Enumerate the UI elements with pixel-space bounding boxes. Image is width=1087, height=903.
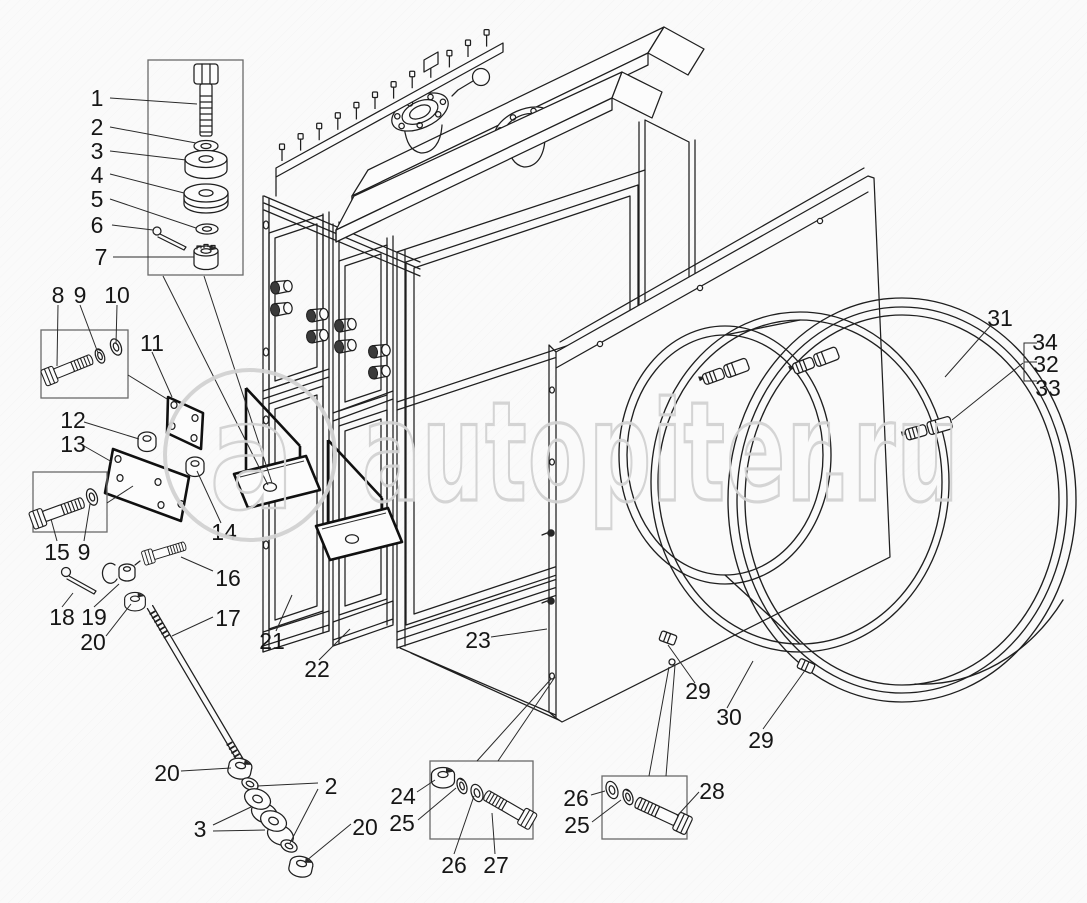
washer-5: [195, 223, 219, 235]
tie-rod-stack: [225, 755, 315, 880]
callout-30: 30: [716, 704, 742, 730]
washer-2: [193, 139, 219, 153]
detail-box-8-10: [40, 329, 129, 399]
detail-box-1-7: [147, 59, 244, 276]
callout-22: 22: [304, 656, 330, 682]
cotter-pin-18: [60, 566, 97, 595]
stud-strip: [275, 28, 504, 197]
leader-lines: [50, 97, 1037, 862]
spring-washer-25: [456, 777, 468, 795]
bracket-tab: [423, 51, 439, 73]
callout-20-b: 20: [154, 760, 180, 786]
callout-3-b: 3: [194, 816, 207, 842]
callout-9-b: 9: [78, 539, 91, 565]
callout-5: 5: [91, 186, 104, 212]
washer-26b: [605, 780, 619, 800]
callout-19: 19: [81, 604, 107, 630]
washer-2-upper: [241, 777, 259, 791]
callout-9: 9: [74, 282, 87, 308]
callout-24: 24: [390, 783, 416, 809]
washer-26: [470, 783, 484, 803]
detail-box-15-9: [32, 471, 108, 533]
callout-29-b: 29: [748, 727, 774, 753]
callout-6: 6: [91, 212, 104, 238]
callout-25-b: 25: [564, 812, 590, 838]
watermark-logo-circle: [163, 368, 337, 542]
nut-24: [430, 766, 456, 789]
callout-20-a: 20: [80, 629, 106, 655]
shroud-mounting-bolts: [541, 529, 555, 605]
cushion-4: [183, 183, 229, 214]
callout-31: 31: [987, 305, 1013, 331]
spacer-14: [185, 456, 205, 478]
fan-ring-30: [657, 319, 943, 645]
callout-26-b: 26: [563, 785, 589, 811]
watermark-logo-letter: a: [209, 369, 295, 544]
retainer-nut-19: [101, 560, 141, 584]
callouts: 1 2 3 4 5 6 7 8 9 10 11 12 13 15 9 14 16…: [44, 85, 1061, 878]
callout-18: 18: [49, 604, 75, 630]
callout-15: 15: [44, 539, 70, 565]
washer-9b: [85, 488, 99, 506]
callout-33: 33: [1035, 375, 1061, 401]
callout-26: 26: [441, 852, 467, 878]
mounting-bracket-front: [232, 387, 322, 510]
ring-cone: [724, 319, 801, 645]
callout-25: 25: [389, 810, 415, 836]
clamp-band-31: [727, 297, 1077, 703]
callout-11: 11: [140, 330, 164, 356]
callout-10: 10: [104, 282, 130, 308]
radiator-assembly: [232, 26, 705, 722]
fastener-set-26-28: [605, 780, 694, 836]
callout-23: 23: [465, 627, 491, 653]
bolt-washer-set-15-9: [27, 488, 99, 531]
washer-10: [109, 338, 123, 356]
spring-washer-25b: [622, 788, 634, 806]
bolt-1: [193, 63, 219, 85]
fastener-set-24-27: [430, 766, 539, 831]
cushion-3: [184, 149, 228, 180]
callout-34: 34: [1032, 329, 1058, 355]
fan-rings: [618, 297, 1077, 703]
cushion-bolt-set: [152, 63, 229, 271]
callout-12: 12: [60, 407, 86, 433]
castle-nut-7: [193, 243, 219, 271]
detail-box-26-28: [601, 775, 688, 840]
callout-8: 8: [52, 282, 65, 308]
band-tail: [914, 599, 1064, 685]
plate-13: [103, 447, 191, 523]
callout-17: 17: [215, 605, 241, 631]
callout-2: 2: [91, 114, 104, 140]
detail-boxes: [27, 59, 694, 840]
callout-13: 13: [60, 431, 86, 457]
callout-29: 29: [685, 678, 711, 704]
detail-box-24-27: [429, 760, 534, 840]
cotter-pin-6: [152, 226, 187, 251]
watermark: a autopiter.ru: [163, 368, 960, 545]
mounting-bracket-rear: [314, 439, 404, 562]
callout-28: 28: [699, 778, 725, 804]
callout-3: 3: [91, 138, 104, 164]
callout-7: 7: [95, 244, 108, 270]
callout-2-b: 2: [325, 773, 338, 799]
top-tank-front: [335, 71, 663, 243]
callout-27: 27: [483, 852, 509, 878]
callout-32: 32: [1033, 351, 1059, 377]
callout-20-c: 20: [352, 814, 378, 840]
clamp-band-29: [744, 314, 1060, 686]
drain-cock-handle: [471, 67, 491, 87]
group-bracket-32-34: [1023, 342, 1037, 382]
callout-16: 16: [215, 565, 241, 591]
watermark-text: autopiter.ru: [362, 373, 960, 533]
callout-4: 4: [91, 162, 104, 188]
spacer-12: [137, 431, 157, 453]
callout-21: 21: [259, 628, 285, 654]
callout-1: 1: [91, 85, 104, 111]
